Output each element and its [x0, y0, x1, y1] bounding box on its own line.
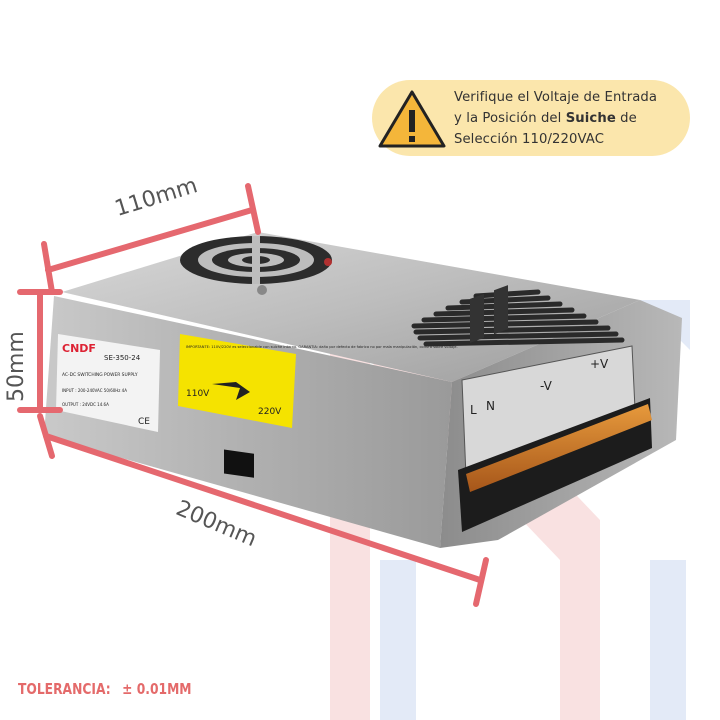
- terminal-negative-label: -V: [540, 379, 553, 393]
- case-screw: [257, 285, 267, 295]
- dim-width-line: [45, 207, 255, 273]
- label-type: AC-DC SWITCHING POWER SUPPLY: [62, 372, 138, 378]
- warning-line-2-a: y la Posición del: [454, 111, 566, 126]
- tolerance-label: TOLERANCIA:: [18, 680, 111, 698]
- terminal-L-label: L: [470, 403, 477, 417]
- tolerance-note: TOLERANCIA: ± 0.01MM: [18, 680, 192, 698]
- label-ce-mark: CE: [138, 417, 150, 427]
- watermark-bar-blue-2: [650, 560, 686, 720]
- warning-line-2: y la Posición del Suiche de: [454, 108, 686, 129]
- switch-110-label: 110V: [186, 389, 210, 399]
- dim-width-tick-right: [245, 183, 261, 235]
- tolerance-value: ± 0.01MM: [122, 680, 192, 698]
- watermark-bar-blue-1: [380, 560, 416, 720]
- dim-length-tick-right: [473, 557, 489, 607]
- dim-length-line: [43, 433, 483, 583]
- dim-length-tick-left: [37, 413, 55, 459]
- label-output: OUTPUT : 24VDC 14.6A: [62, 402, 109, 407]
- product-label: CNDF SE-350-24 AC-DC SWITCHING POWER SUP…: [56, 334, 160, 432]
- voltage-selector-label: IMPORTANTE: 110V/220V es seleccionable c…: [178, 334, 458, 428]
- input-voltage-warning: Verifique el Voltaje de Entrada y la Pos…: [372, 80, 690, 156]
- warning-line-2-c: de: [615, 111, 637, 126]
- warning-text: Verifique el Voltaje de Entrada y la Pos…: [454, 87, 686, 150]
- important-note-text: IMPORTANTE: 110V/220V es seleccionable c…: [186, 345, 458, 349]
- label-brand: CNDF: [62, 342, 96, 355]
- label-input: INPUT : 200-240VAC 50/60Hz 4A: [62, 388, 127, 393]
- selector-arrow-icon: [212, 382, 250, 400]
- dim-height-label: 50mm: [4, 331, 29, 402]
- warning-line-3: Selección 110/220VAC: [454, 132, 605, 147]
- dim-width-tick-left: [41, 241, 55, 295]
- fan-grille: [180, 236, 332, 284]
- dimension-lines: [17, 183, 489, 607]
- watermark-bar-red-2: [560, 520, 600, 720]
- warning-line-1: Verifique el Voltaje de Entrada: [454, 90, 658, 105]
- label-model: SE-350-24: [104, 354, 141, 362]
- switch-220-label: 220V: [258, 407, 282, 417]
- terminal-positive-label: +V: [590, 357, 609, 371]
- terminal-N-label: N: [486, 399, 495, 413]
- voltage-selector-switch[interactable]: [224, 449, 254, 478]
- warning-triangle-icon: [378, 90, 446, 148]
- warning-line-2-bold: Suiche: [565, 111, 616, 126]
- terminal-block: L N -V +V: [458, 285, 652, 532]
